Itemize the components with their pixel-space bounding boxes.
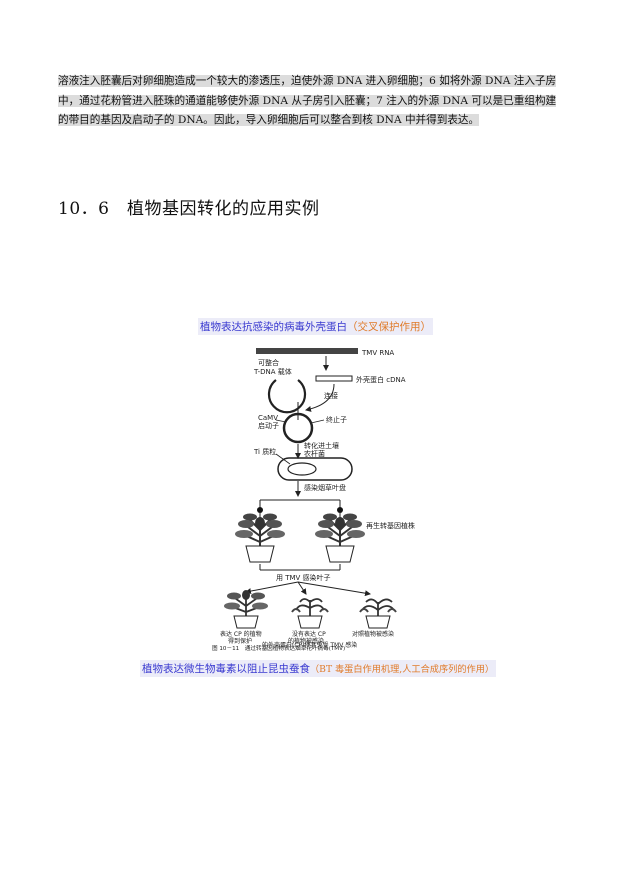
- section-heading: 10．6 植物基因转化的应用实例: [58, 199, 320, 219]
- caption2-note: （BT 毒蛋白作用机理,人工合成序列的作用）: [310, 664, 495, 675]
- label-camv-2: 启动子: [258, 421, 279, 430]
- caption-microbial-toxin: 植物表达微生物毒素以阻止昆虫蚕食（BT 毒蛋白作用机理,人工合成序列的作用）: [140, 660, 497, 677]
- label-result1-2: 得到保护: [228, 637, 252, 645]
- figure-diagram: TMV RNA 可整合 T-DNA 载体 外壳蛋白 cDNA 连接 CaMV 启…: [212, 348, 415, 652]
- tmv-rna-bar: [256, 348, 358, 354]
- label-infect-leaf: 感染烟草叶盘: [304, 483, 346, 492]
- label-result3: 对照植物被感染: [352, 630, 394, 638]
- label-camv-1: CaMV: [258, 414, 278, 422]
- caption2-main: 植物表达微生物毒素以阻止昆虫蚕食: [142, 663, 310, 675]
- label-terminator: 终止子: [326, 415, 347, 424]
- regenerated-plant-1: [235, 513, 285, 563]
- paragraph-line-3: 的带目的基因及启动子的 DNA。因此，导入卵细胞后可以整合到核 DNA 中并得到…: [58, 114, 480, 126]
- label-ti-plasmid: Ti 质粒: [253, 447, 276, 456]
- figure-caption-line-1: 图 10－11 通过转基因植物表达烟草花叶病毒(TMV): [212, 644, 345, 652]
- label-transform-1: 转化进土壤: [304, 441, 339, 450]
- label-ligation: 连接: [324, 391, 338, 400]
- paragraph-line-2: 中，通过花粉管进入胚珠的通道能够使外源 DNA 从子房引入胚囊；7 注入的外源 …: [58, 94, 557, 107]
- recombinant-plasmid: [282, 412, 314, 444]
- label-result1-1: 表达 CP 的植物: [220, 630, 262, 638]
- label-tmv-rna: TMV RNA: [361, 349, 394, 357]
- cdna-bar: [315, 375, 353, 382]
- label-tmv-infect: 用 TMV 感染叶子: [276, 573, 331, 582]
- agrobacterium-cell: [277, 457, 353, 481]
- figure-tmv-transgenic: TMV RNA 可整合 T-DNA 载体 外壳蛋白 cDNA 连接 CaMV 启…: [206, 340, 446, 652]
- label-vector-2: T-DNA 载体: [253, 367, 292, 376]
- open-vector-arc: [267, 379, 307, 414]
- seed-dot-2: [337, 507, 343, 513]
- label-result2-2: 的植物被感染: [288, 637, 324, 645]
- infected-plant-no-cp: [291, 598, 329, 629]
- seed-dot-1: [257, 507, 263, 513]
- arrow-result-2: [297, 581, 307, 595]
- arrow-result-1: [245, 581, 299, 595]
- figure-caption-line-2: 的外壳蛋白(CP)使其免受 TMV 感染: [262, 642, 358, 649]
- label-coat-cdna: 外壳蛋白 cDNA: [356, 375, 406, 384]
- label-vector-1: 可整合: [258, 358, 279, 367]
- label-regenerate: 再生转基因植株: [366, 521, 415, 530]
- protected-plant: [224, 590, 268, 629]
- caption1-main: 植物表达抗感染的病毒外壳蛋白: [200, 321, 347, 333]
- label-result2-1: 没有表达 CP: [292, 630, 326, 638]
- infected-control-plant: [359, 598, 397, 629]
- ti-plasmid-circle: [287, 462, 317, 476]
- caption-virus-coat-protein: 植物表达抗感染的病毒外壳蛋白（交叉保护作用）: [198, 318, 433, 335]
- label-transform-2: 农杆菌: [304, 449, 325, 458]
- regenerated-plant-2: [315, 513, 365, 563]
- caption1-note: （交叉保护作用）: [347, 321, 431, 333]
- body-paragraph: 溶液注入胚囊后对卵细胞造成一个较大的渗透压，迫使外源 DNA 进入卵细胞；6 如…: [58, 72, 563, 131]
- ligation-arrow: [305, 383, 335, 412]
- arrow-result-3: [297, 581, 371, 597]
- paragraph-line-1: 溶液注入胚囊后对卵细胞造成一个较大的渗透压，迫使外源 DNA 进入卵细胞；6 如…: [58, 75, 557, 87]
